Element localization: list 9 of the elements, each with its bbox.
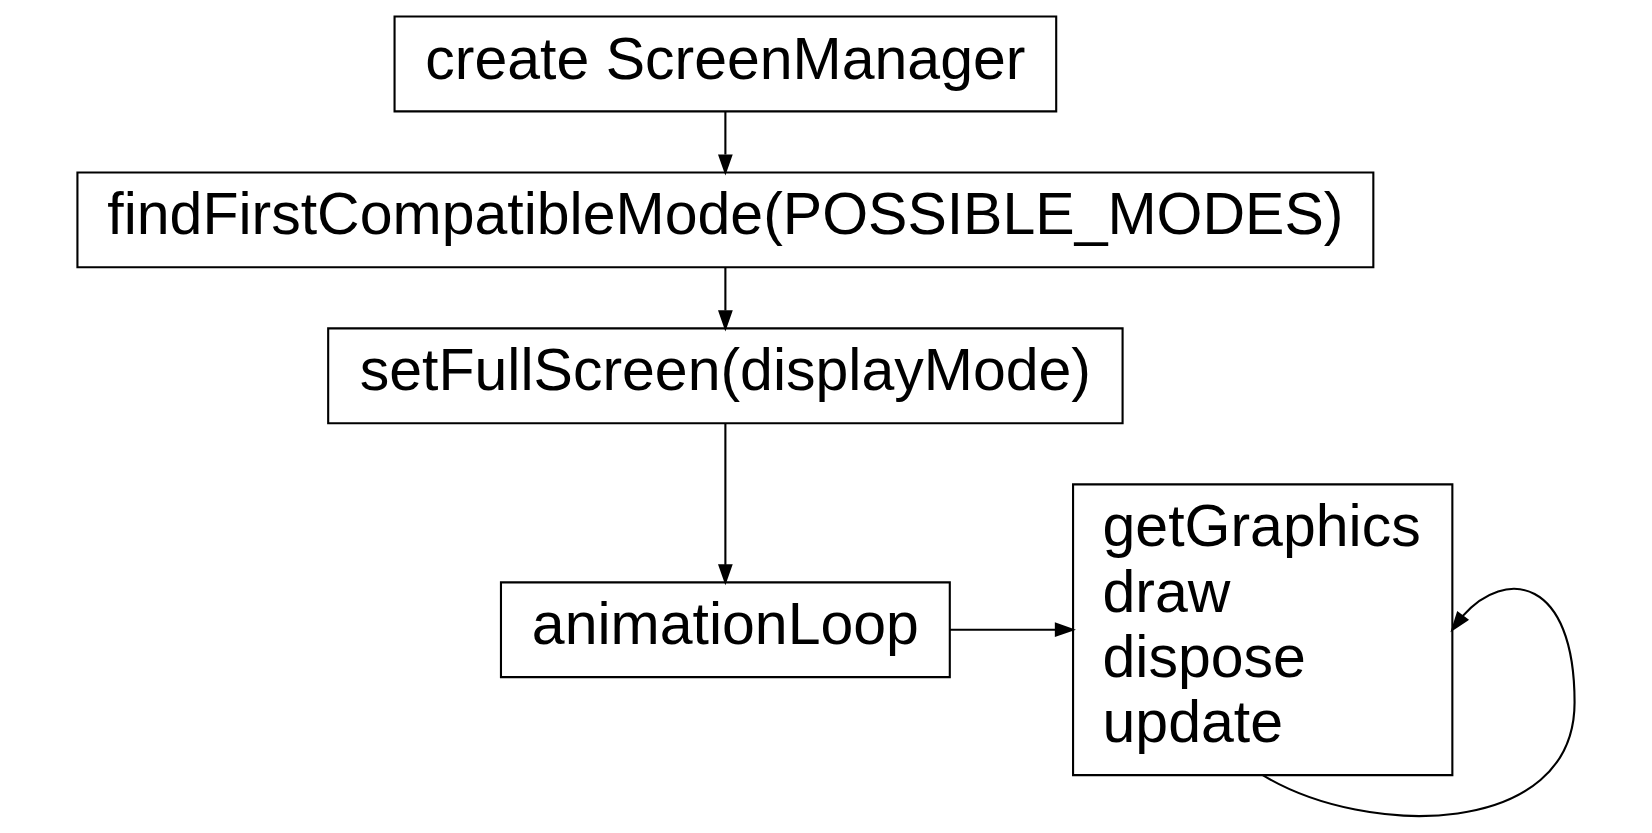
node-box: create ScreenManager [393, 15, 1058, 113]
node-box: animationLoop [499, 581, 951, 679]
arrow [718, 423, 733, 586]
node-box: findFirstCompatibleMode(POSSIBLE_MODES) [76, 171, 1375, 269]
arrow [718, 267, 733, 332]
node-box: setFullScreen(displayMode) [327, 327, 1124, 425]
arrow [949, 622, 1076, 638]
arrow [718, 111, 733, 176]
node-box: getGraphics draw dispose update [1072, 483, 1454, 777]
